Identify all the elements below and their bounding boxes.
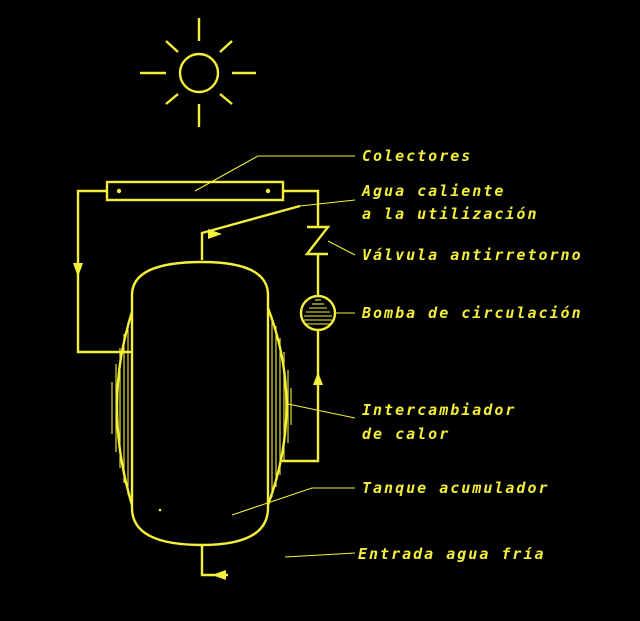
- label-bomba-circulacion: Bomba de circulación: [362, 304, 583, 322]
- heat-exchanger-left: [111, 311, 134, 506]
- cold-water-inlet-pipe: [200, 545, 228, 580]
- leader-lines: [194, 155, 356, 558]
- label-entrada-agua-fria: Entrada agua fría: [358, 545, 546, 563]
- check-valve-icon: [304, 225, 331, 256]
- label-valvula-antirretorno: Válvula antirretorno: [362, 246, 583, 264]
- label-colectores: Colectores: [362, 147, 473, 165]
- pump-icon: [299, 294, 337, 332]
- label-intercambiador-line1: Intercambiador: [362, 401, 517, 419]
- label-agua-caliente-line1: Agua caliente: [362, 182, 506, 200]
- collector-loop-piping: [76, 189, 320, 463]
- flow-arrow-icon: [73, 263, 83, 277]
- sun-icon: [140, 18, 256, 127]
- label-intercambiador-line2: de calor: [362, 425, 451, 443]
- hot-water-outlet-pipe: [200, 204, 301, 260]
- storage-tank: [130, 260, 270, 547]
- label-tanque-acumulador: Tanque acumulador: [362, 479, 550, 497]
- flow-arrow-icon: [313, 372, 323, 385]
- heat-exchanger-right: [266, 307, 292, 506]
- label-agua-caliente-line2: a la utilización: [362, 205, 539, 223]
